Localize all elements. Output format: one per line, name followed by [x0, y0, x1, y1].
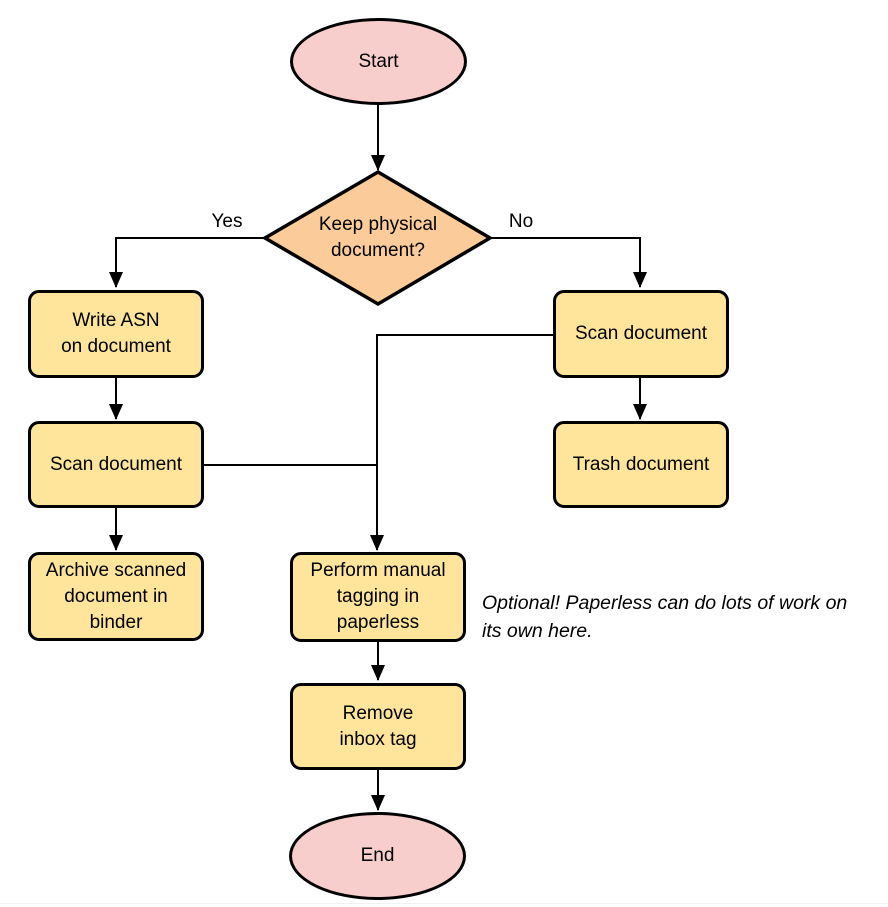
node-archive-scanned-document: Archive scanned document in binder	[28, 552, 204, 641]
node-scan-document-left: Scan document	[28, 421, 204, 508]
decision-diamond-shape	[261, 169, 494, 307]
node-tagging-label: Perform manual tagging in paperless	[310, 560, 446, 633]
node-archive-label: Archive scanned document in binder	[45, 559, 187, 633]
node-scan-right-label: Scan document	[574, 323, 708, 344]
node-start-label: Start	[358, 50, 399, 72]
node-trash-label: Trash document	[572, 453, 710, 475]
edge-decision-yes	[109, 237, 265, 288]
optional-note: Optional! Paperless can do lots of work …	[482, 592, 848, 642]
edge-label-no: No	[508, 211, 534, 232]
node-scan-left-label: Scan document	[49, 453, 183, 475]
edge-label-yes: Yes	[211, 211, 243, 232]
node-end-label: End	[360, 845, 395, 866]
page-bottom-divider	[0, 903, 888, 904]
node-perform-manual-tagging: Perform manual tagging in paperless	[290, 552, 466, 642]
edge-decision-no	[490, 237, 647, 288]
node-write-asn-label: Write ASN on document	[61, 310, 171, 357]
node-keep-physical-document: Keep physical document?	[283, 211, 473, 265]
node-remove-label: Remove inbox tag	[339, 702, 417, 750]
edge-scanright-to-tagging	[370, 334, 553, 551]
node-remove-inbox-tag: Remove inbox tag	[290, 683, 466, 770]
node-end: End	[289, 812, 466, 900]
node-scan-document-right: Scan document	[553, 290, 729, 378]
node-decision-label: Keep physical document?	[318, 214, 438, 261]
node-start: Start	[290, 18, 467, 105]
node-write-asn: Write ASN on document	[28, 290, 204, 378]
node-trash-document: Trash document	[553, 421, 729, 508]
